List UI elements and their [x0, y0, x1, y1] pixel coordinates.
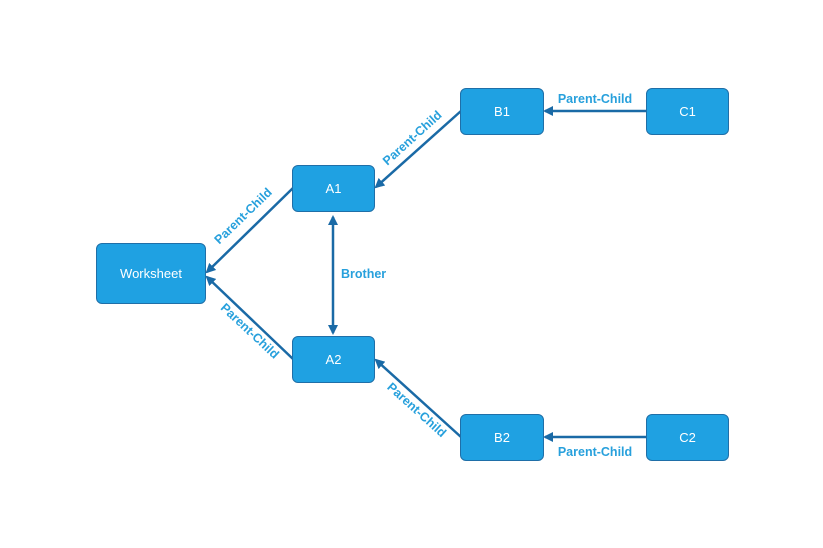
edge-label-a2-worksheet: Parent-Child: [218, 301, 282, 362]
edge-a2-worksheet: [205, 275, 294, 360]
node-worksheet[interactable]: Worksheet: [96, 243, 206, 304]
edge-label-b2-a2: Parent-Child: [384, 380, 449, 440]
edge-label-a1-a2: Brother: [341, 267, 386, 281]
node-c1[interactable]: C1: [646, 88, 729, 135]
node-b2[interactable]: B2: [460, 414, 544, 461]
node-b1[interactable]: B1: [460, 88, 544, 135]
edge-a1-worksheet: [205, 187, 294, 274]
edge-label-c2-b2: Parent-Child: [558, 445, 632, 459]
edge-label-b1-a1: Parent-Child: [380, 108, 445, 168]
node-a1[interactable]: A1: [292, 165, 375, 212]
edge-label-c1-b1: Parent-Child: [558, 92, 632, 106]
node-c2[interactable]: C2: [646, 414, 729, 461]
edge-b1-a1: [374, 110, 462, 189]
edge-b2-a2: [374, 358, 462, 438]
node-a2[interactable]: A2: [292, 336, 375, 383]
